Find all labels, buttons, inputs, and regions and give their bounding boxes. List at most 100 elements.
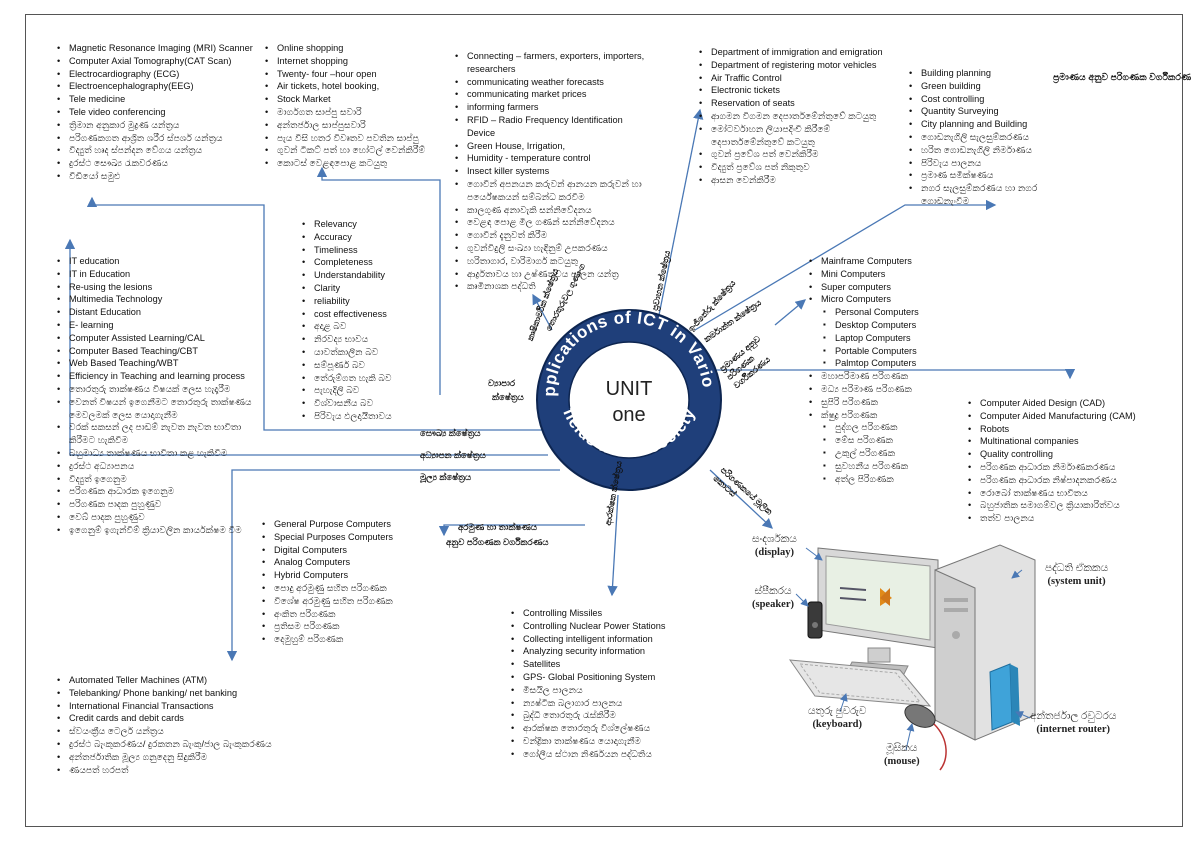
list-item: IT education xyxy=(55,255,255,268)
list-item: වරක් සකසන් ලද පාඩම් නැවත නැවත භාවිතා කිර… xyxy=(55,421,255,447)
list-item: මධ්‍ය පරිමාණ පරිගණක xyxy=(807,383,977,396)
list-item: ගුවන් ප්‍රවේශ පත් වෙන්කිරීම xyxy=(697,148,897,161)
list-item: Reservation of seats xyxy=(697,97,897,110)
system-unit-graphic xyxy=(934,544,1036,741)
classification-block: Mainframe ComputersMini ComputersSuper c… xyxy=(807,255,977,485)
label-finance: මූල්‍ය ක්ෂේත්‍රය xyxy=(420,472,472,482)
list-item: Magnetic Resonance Imaging (MRI) Scanner xyxy=(55,42,255,55)
list-item: Electrocardiography (ECG) xyxy=(55,68,255,81)
list-item: වෙනත් විෂයන් ඉගෙනීමට තොරතුරු තාක්ෂණය මෙව… xyxy=(55,396,255,422)
list-item: Quality controlling xyxy=(966,448,1166,461)
list-item: වෙබ් පාදක පුහුණුව xyxy=(55,511,255,524)
list-item: Super computers xyxy=(807,281,977,294)
list-item: වීඩියෝ සමුළු xyxy=(55,170,255,183)
size-classification-title: ප්‍රමාණය අනුව පරිගණක වර්ගීකරණ xyxy=(1053,72,1192,82)
list-item: Collecting intelligent information xyxy=(509,633,719,646)
list-item: Palmtop Computers xyxy=(807,357,977,370)
list-item: Web Based Teaching/WBT xyxy=(55,357,255,370)
list-item: තත්ව පාලනය xyxy=(966,512,1166,525)
list-item: Computer Aided Design (CAD) xyxy=(966,397,1166,410)
list-item: පරිගණක ආධාරක නිර්මාණකරණය xyxy=(966,461,1166,474)
list-item: Hybrid Computers xyxy=(260,569,425,582)
list-item: උකුල් පරිගණක xyxy=(807,447,977,460)
leader-system xyxy=(1011,569,1023,579)
list-item: හරිත ගොඩනැගිලි නිර්මාණය xyxy=(907,144,1087,157)
list-item: ගුවන් ටිකට් පත් හා හෝටල් වෙන්කිරීම් xyxy=(263,144,453,157)
list-item: Mini Computers xyxy=(807,268,977,281)
list-item: Connecting – farmers, exporters, importe… xyxy=(453,50,648,76)
list-item: Online shopping xyxy=(263,42,453,55)
list-item: මාර්ගගත සාප්පු සවාරි xyxy=(263,106,453,119)
list-item: Department of registering motor vehicles xyxy=(697,59,897,72)
list-item: ගොවීන් අපනයන කරුවන් ආනයන කරුවන් හා පර්යේ… xyxy=(453,178,648,204)
list-item: පොදු අරමුණු සහිත පරිගණක xyxy=(260,582,425,595)
list-item: informing farmers xyxy=(453,101,648,114)
arrow-classification xyxy=(774,299,806,326)
list-item: communicating market prices xyxy=(453,88,648,101)
list-item: ආර්ද්‍රතාවය හා උෂ්ණත්වය පාලන යන්ත්‍ර xyxy=(453,268,648,281)
label-router: අන්තර්ජාල රවුටරය(internet router) xyxy=(1030,711,1117,735)
arrow-shopping xyxy=(316,166,441,395)
arrow-components xyxy=(709,469,773,529)
leader-router xyxy=(1015,711,1031,719)
list-classification: Mainframe ComputersMini ComputersSuper c… xyxy=(807,255,977,306)
list-item: Personal Computers xyxy=(807,306,977,319)
list-item: Building planning xyxy=(907,67,1087,80)
list-item: Desktop Computers xyxy=(807,319,977,332)
list-item: දුරස්ථ බැංකුකරණය/ දුරකතන බැංකු/ජාල බැංකු… xyxy=(55,738,275,751)
list-agriculture: Connecting – farmers, exporters, importe… xyxy=(453,50,648,293)
list-item: IT in Education xyxy=(55,268,255,281)
list-item: ආසන වෙන්කිරීම xyxy=(697,174,897,187)
list-item: International Financial Transactions xyxy=(55,700,275,713)
list-engineering: Building planningGreen buildingCost cont… xyxy=(907,67,1087,208)
list-item: ඉගෙනුම් ඉගැන්වීම් ක්‍රියාවලින කාර්යක්ෂම … xyxy=(55,524,255,537)
list-item: පැය විසි හතර විවෘතව පවතින සාප්පු xyxy=(263,132,453,145)
list-item: Tele medicine xyxy=(55,93,255,106)
list-item: Tele video conferencing xyxy=(55,106,255,119)
list-item: ප්‍රමාණ සමීක්ෂණය xyxy=(907,169,1087,182)
list-item: Laptop Computers xyxy=(807,332,977,345)
leader-keyboard xyxy=(839,693,848,713)
list-item: Stock Market xyxy=(263,93,453,106)
list-item: ණයපත් හරපත් xyxy=(55,764,275,777)
page-frame xyxy=(25,14,1183,827)
list-information: RelevancyAccuracyTimelinessCompletenessU… xyxy=(300,218,440,423)
arrow-purpose xyxy=(438,524,585,537)
list-item: පිරිවැය ඵලදායීතාවය xyxy=(300,410,440,423)
list-item: Cost controlling xyxy=(907,93,1087,106)
list-item: ගුවන්විදුලි සංඛ්‍යා හැඳිනුම් උපකරණය xyxy=(453,242,648,255)
list-item: ගෝලීය ස්ථාන නිර්ණයන පද්ධතිය xyxy=(509,748,719,761)
list-item: Re-using the lesions xyxy=(55,281,255,294)
list-item: Telebanking/ Phone banking/ net banking xyxy=(55,687,275,700)
list-item: පරිගණක ආධාරක නිෂ්පාදනකරණය xyxy=(966,474,1166,487)
list-item: Insect killer systems xyxy=(453,165,648,178)
list-item: නිරවද්‍ය භාවය xyxy=(300,333,440,346)
list-item: යාවත්කාලීන බව xyxy=(300,346,440,359)
list-item: කාලගුණ අනාවැකි සන්නිවේදනය xyxy=(453,204,648,217)
list-item: City planning and Building xyxy=(907,118,1087,131)
list-education: IT educationIT in EducationRe-using the … xyxy=(55,255,255,537)
label-business-line1: ව්‍යාපාර xyxy=(488,378,516,388)
leader-mouse xyxy=(905,723,915,751)
list-item: න්‍යෂ්ටික බලාගාර පාලනය xyxy=(509,697,719,710)
list-item: Digital Computers xyxy=(260,544,425,557)
list-item: ගොඩනැගිලි සැලසුම්කරණය xyxy=(907,131,1087,144)
list-item: Computer Assisted Learning/CAL xyxy=(55,332,255,345)
unit-title-line2: one xyxy=(612,404,645,426)
list-item: තේරුම්ගත හැකි බව xyxy=(300,372,440,385)
label-display: සංදර්ශකය(display) xyxy=(752,534,797,558)
list-item: Internet shopping xyxy=(263,55,453,68)
list-item: කෘමිනාශක පද්ධති xyxy=(453,280,648,293)
list-shopping: Online shoppingInternet shoppingTwenty- … xyxy=(263,42,453,170)
list-item: Multinational companies xyxy=(966,435,1166,448)
list-item: Electroencephalography(EEG) xyxy=(55,80,255,93)
list-item: සුපිරි පරිගණක xyxy=(807,396,977,409)
list-item: සුවහනීය පරිගණක xyxy=(807,460,977,473)
arrow-health xyxy=(86,196,555,431)
label-business-line2: ක්ෂේත්‍රය xyxy=(492,392,524,402)
mouse-graphic xyxy=(904,704,947,771)
list-item: Air Traffic Control xyxy=(697,72,897,85)
list-item: Computer Aided Manufacturing (CAM) xyxy=(966,410,1166,423)
list-item: Department of immigration and emigration xyxy=(697,46,897,59)
list-item: Quantity Surveying xyxy=(907,105,1087,118)
